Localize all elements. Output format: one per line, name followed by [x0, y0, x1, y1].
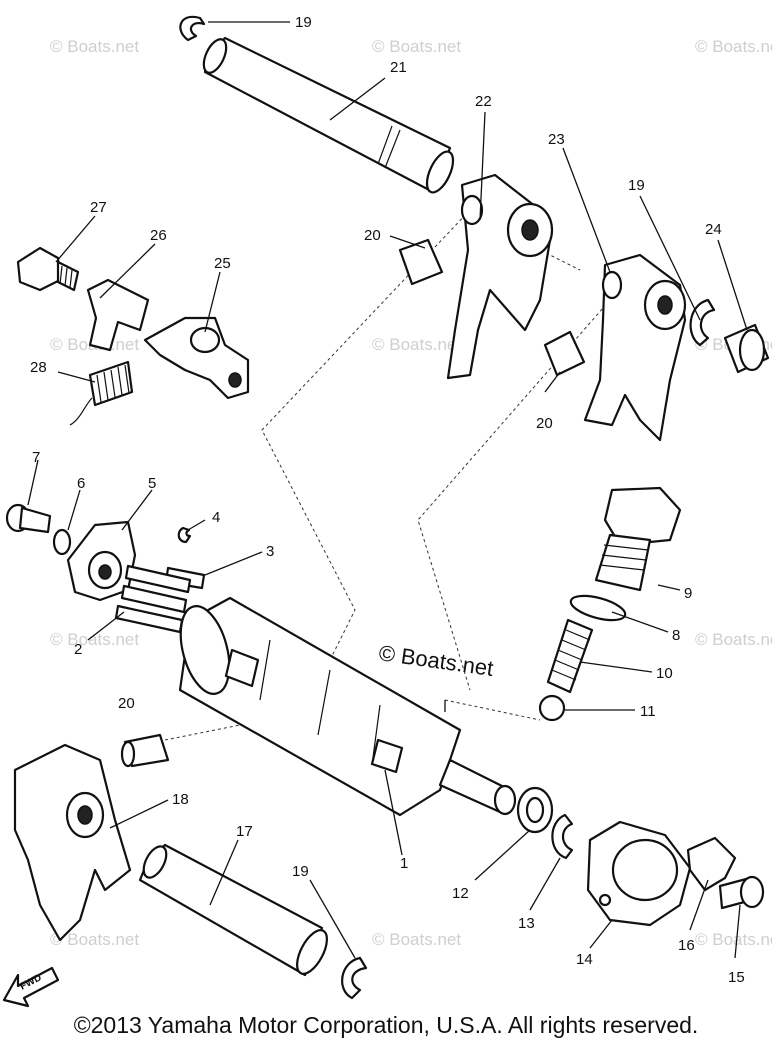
callout-12: 12 — [452, 885, 469, 902]
callout-11: 11 — [640, 703, 656, 720]
callout-4: 4 — [212, 509, 220, 526]
watermark-text: © Boats.net — [372, 335, 461, 354]
fwd-arrow-icon: FWD — [2, 966, 60, 1008]
callout-13: 13 — [518, 915, 535, 932]
part-6-washer — [52, 528, 72, 556]
callout-5: 5 — [148, 475, 156, 492]
callout-3: 3 — [266, 543, 274, 560]
part-11-ball — [538, 694, 566, 722]
part-4-clip — [177, 526, 192, 544]
part-24-plug-cap — [723, 323, 770, 374]
part-25-stopper-lever — [143, 316, 250, 400]
callout-18: 18 — [172, 791, 189, 808]
watermark-text: © Boats.net — [372, 930, 461, 949]
part-7-screw — [5, 503, 52, 534]
callout-22: 22 — [475, 93, 492, 110]
part-20-dowel-pin-right — [543, 330, 586, 377]
leader-lines — [27, 21, 748, 959]
part-9-bolt — [594, 486, 682, 592]
callout-17: 17 — [236, 823, 253, 840]
callout-2: 2 — [74, 641, 82, 658]
callout-10: 10 — [656, 665, 673, 682]
part-8-gasket — [569, 594, 627, 622]
part-10-spring — [546, 618, 594, 694]
part-19-circlip-top — [179, 15, 206, 42]
callout-9: 9 — [684, 585, 692, 602]
watermark-text: © Boats.net — [50, 630, 139, 649]
watermark-text: © Boats.net — [695, 930, 772, 949]
callout-25: 25 — [214, 255, 231, 272]
part-28-spring — [69, 360, 134, 426]
part-27-bolt — [16, 246, 80, 292]
part-23-shift-fork — [583, 253, 687, 442]
copyright-notice: ©2013 Yamaha Motor Corporation, U.S.A. A… — [73, 1012, 699, 1038]
callout-28: 28 — [30, 359, 47, 376]
part-1-shift-cam — [178, 596, 517, 817]
callout-labels: 19 21 22 23 19 24 20 20 27 26 25 28 7 6 … — [30, 14, 745, 986]
part-20-dowel-pin-upper — [398, 238, 444, 286]
part-22-shift-fork — [446, 173, 554, 380]
callout-20: 20 — [118, 695, 135, 712]
part-19-circlip-lower — [341, 956, 368, 1000]
watermark-text: © Boats.net — [695, 37, 772, 56]
callout-20: 20 — [536, 415, 553, 432]
part-26-lock-plate — [86, 278, 150, 352]
part-13-clip — [551, 813, 574, 860]
callout-23: 23 — [548, 131, 565, 148]
watermark-text: © Boats.net — [50, 930, 139, 949]
part-16-clip — [686, 836, 737, 892]
callout-7: 7 — [32, 449, 40, 466]
watermark-text: © Boats.net — [372, 37, 461, 56]
part-21-shift-fork-shaft — [202, 36, 455, 194]
callout-8: 8 — [672, 627, 680, 644]
callout-14: 14 — [576, 951, 593, 968]
part-17-shift-fork-shaft — [138, 843, 328, 977]
callout-1: 1 — [400, 855, 408, 872]
callout-19: 19 — [295, 14, 312, 31]
callout-26: 26 — [150, 227, 167, 244]
callout-6: 6 — [77, 475, 85, 492]
callout-19: 19 — [628, 177, 645, 194]
watermark-text: © Boats.net — [50, 37, 139, 56]
callout-16: 16 — [678, 937, 695, 954]
part-14-cover — [586, 820, 692, 927]
callout-27: 27 — [90, 199, 107, 216]
part-18-shift-fork — [13, 743, 132, 942]
callout-24: 24 — [705, 221, 722, 238]
callout-15: 15 — [728, 969, 745, 986]
part-15-screw — [718, 875, 765, 910]
callout-21: 21 — [390, 59, 407, 76]
watermark-text: © Boats.net — [695, 630, 772, 649]
callout-20: 20 — [364, 227, 381, 244]
part-12-washer — [516, 786, 554, 834]
callout-19: 19 — [292, 863, 309, 880]
part-20-dowel-pin-lower — [120, 733, 170, 768]
boats-net-watermark: © Boats.net — [377, 640, 495, 681]
